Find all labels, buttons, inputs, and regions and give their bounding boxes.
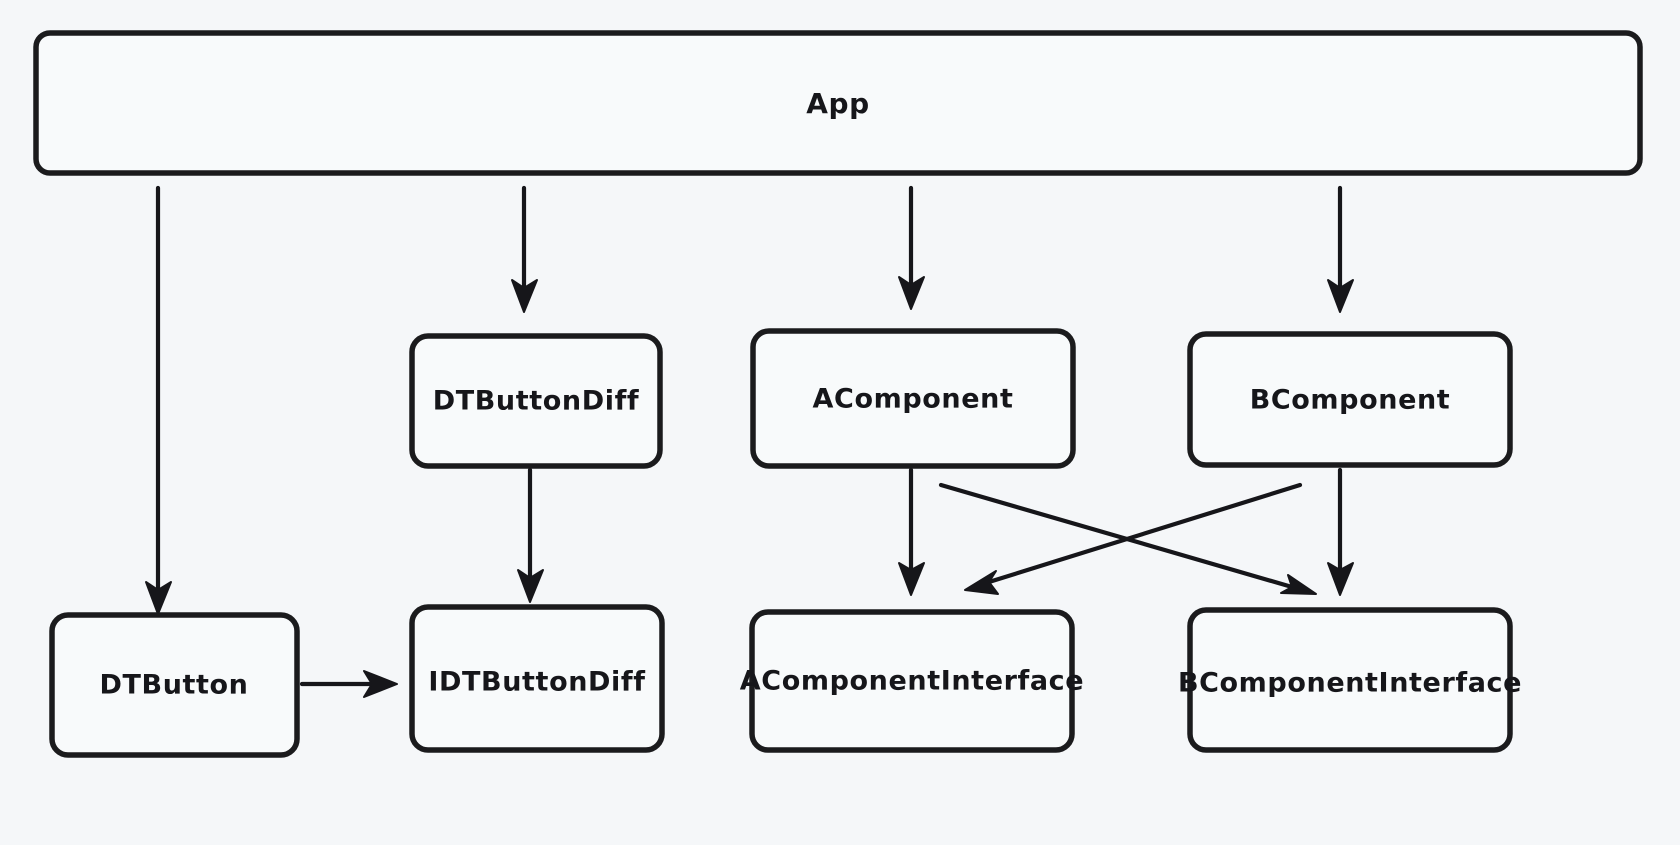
- node-idtbuttondiff-label: IDTButtonDiff: [428, 667, 645, 698]
- edge-app-to-dtbuttondiff[interactable]: [511, 185, 538, 313]
- node-acomponent-label: AComponent: [813, 384, 1014, 415]
- node-dtbutton-label: DTButton: [99, 670, 248, 701]
- node-acomponent[interactable]: AComponent: [750, 328, 1076, 469]
- edge-dtbutton-to-idtbuttondiff[interactable]: [299, 670, 398, 698]
- node-bcomponent-label: BComponent: [1250, 385, 1451, 416]
- node-dtbuttondiff-box[interactable]: [409, 333, 663, 469]
- node-idtbuttondiff[interactable]: IDTButtonDiff: [409, 604, 665, 753]
- node-bcomponentinterface[interactable]: BComponentInterface: [1178, 607, 1522, 753]
- node-app[interactable]: App: [33, 30, 1643, 176]
- node-idtbuttondiff-box[interactable]: [409, 604, 665, 753]
- node-bcomponentinterface-box[interactable]: [1187, 607, 1513, 753]
- node-acomponent-box[interactable]: [750, 328, 1076, 469]
- node-bcomponent[interactable]: BComponent: [1187, 331, 1513, 468]
- edge-acomponent-to-acomponentinterface[interactable]: [898, 467, 925, 596]
- node-dtbutton[interactable]: DTButton: [49, 612, 300, 758]
- node-app-box[interactable]: [33, 30, 1643, 176]
- edge-acomponent-to-bcomponentinterface[interactable]: [938, 482, 1317, 595]
- node-dtbutton-box[interactable]: [49, 612, 300, 758]
- node-acomponentinterface-label: AComponentInterface: [740, 666, 1084, 697]
- edge-bcomponent-to-acomponentinterface[interactable]: [964, 482, 1303, 595]
- edge-app-to-dtbutton[interactable]: [145, 185, 172, 615]
- node-acomponentinterface[interactable]: AComponentInterface: [740, 609, 1084, 753]
- edge-app-to-bcomponent[interactable]: [1327, 185, 1354, 313]
- node-bcomponent-box[interactable]: [1187, 331, 1513, 468]
- node-bcomponentinterface-label: BComponentInterface: [1178, 668, 1522, 699]
- edge-bcomponent-to-bcomponentinterface[interactable]: [1327, 467, 1354, 596]
- node-layer: App DTButtonDiff AComponent BComponent D…: [33, 30, 1643, 758]
- edge-app-to-acomponent[interactable]: [898, 185, 925, 310]
- node-dtbuttondiff[interactable]: DTButtonDiff: [409, 333, 663, 469]
- edge-layer: [145, 185, 1354, 698]
- node-app-label: App: [806, 87, 870, 120]
- edge-dtbuttondiff-to-idtbuttondiff[interactable]: [517, 467, 544, 603]
- node-acomponentinterface-box[interactable]: [749, 609, 1075, 753]
- node-dtbuttondiff-label: DTButtonDiff: [433, 386, 640, 417]
